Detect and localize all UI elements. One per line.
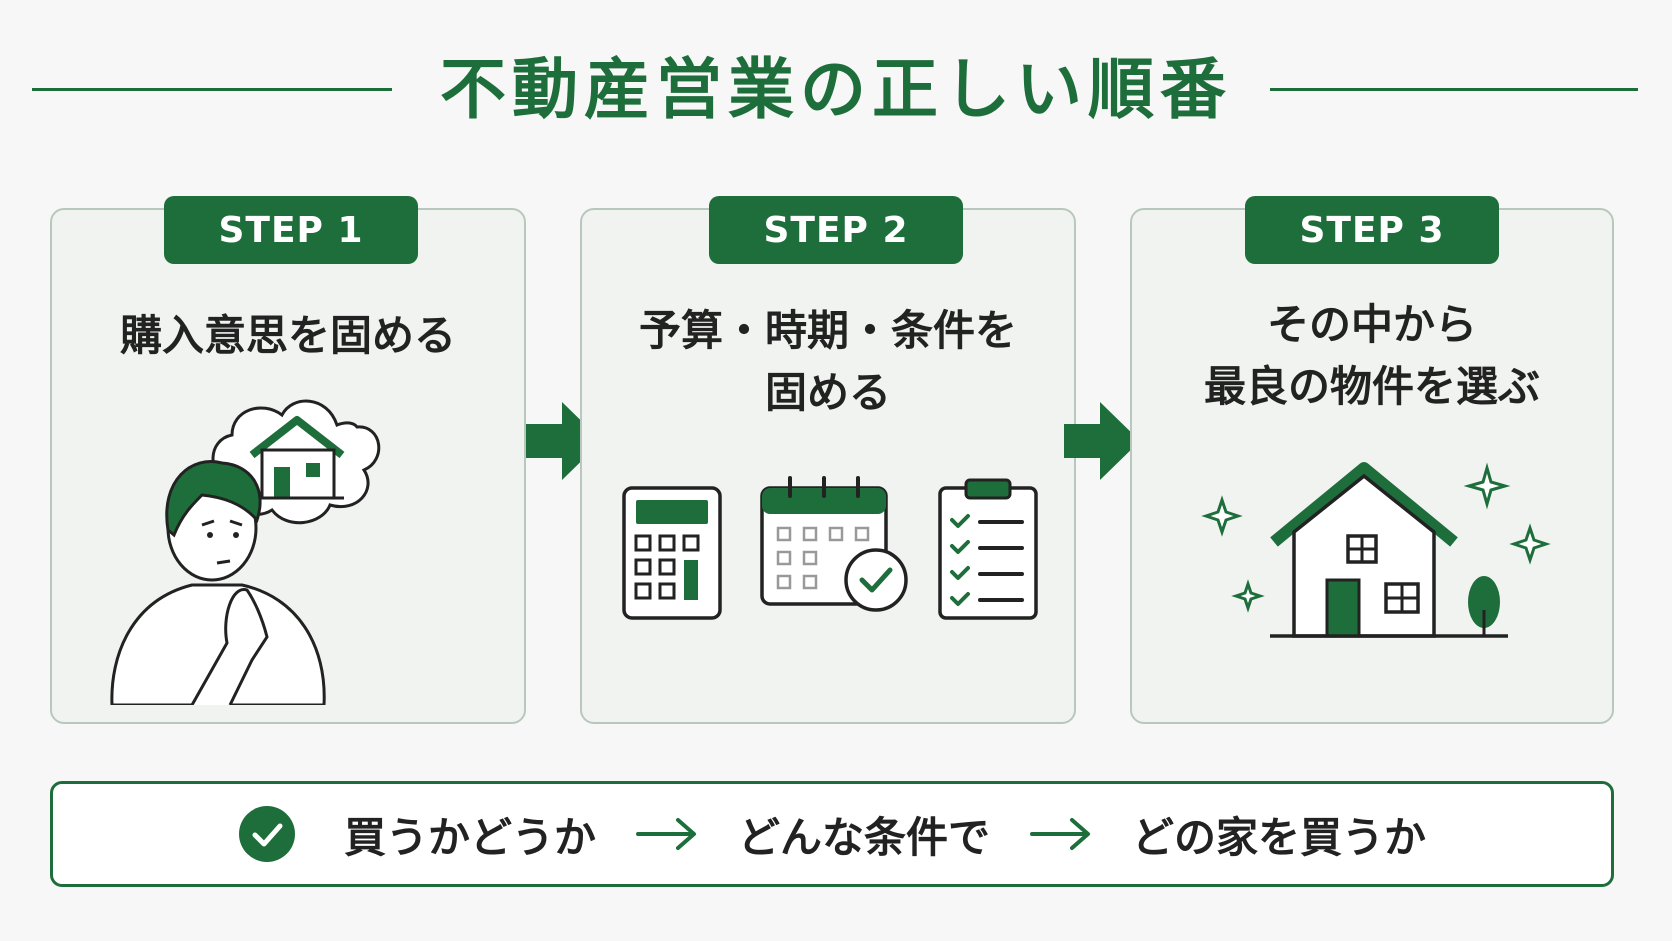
summary-box: 買うかどうか どんな条件で どの家を買うか <box>50 781 1614 887</box>
check-circle-icon <box>238 805 296 863</box>
step-arrow-2-icon <box>1064 402 1140 480</box>
step-text-2: 予算・時期・条件を 固める <box>638 306 1017 417</box>
step-text-1: 購入意思を固める <box>119 311 456 360</box>
house-sparkle-icon <box>1201 462 1551 638</box>
summary-item-1: 買うかどうか <box>343 812 596 862</box>
page-title: 不動産営業の正しい順番 <box>440 51 1232 128</box>
step-badge-3: STEP 3 <box>1245 196 1499 264</box>
title-row: 不動産営業の正しい順番 <box>0 40 1672 140</box>
flow-arrow-2-icon <box>1030 817 1092 851</box>
title-divider-left <box>32 88 392 91</box>
calculator-icon <box>622 486 722 620</box>
calendar-check-icon <box>760 476 908 612</box>
title-divider-right <box>1270 88 1638 91</box>
step-arrow-1-icon <box>526 402 602 480</box>
summary-item-3: どの家を買うか <box>1132 812 1427 862</box>
flow-arrow-1-icon <box>635 817 698 851</box>
step-card-3: STEP 3 その中から 最良の物件を選ぶ <box>1130 196 1614 724</box>
step-text-3: その中から 最良の物件を選ぶ <box>1203 300 1540 411</box>
checklist-icon <box>938 478 1038 620</box>
step-card-2: STEP 2 予算・時期・条件を 固める <box>580 196 1076 724</box>
thinking-person-house-icon <box>110 399 381 705</box>
step-badge-1: STEP 1 <box>164 196 418 264</box>
step-badge-2: STEP 2 <box>709 196 963 264</box>
summary-item-2: どんな条件で <box>737 812 990 862</box>
step-card-1: STEP 1 購入意思を固める <box>50 196 526 724</box>
